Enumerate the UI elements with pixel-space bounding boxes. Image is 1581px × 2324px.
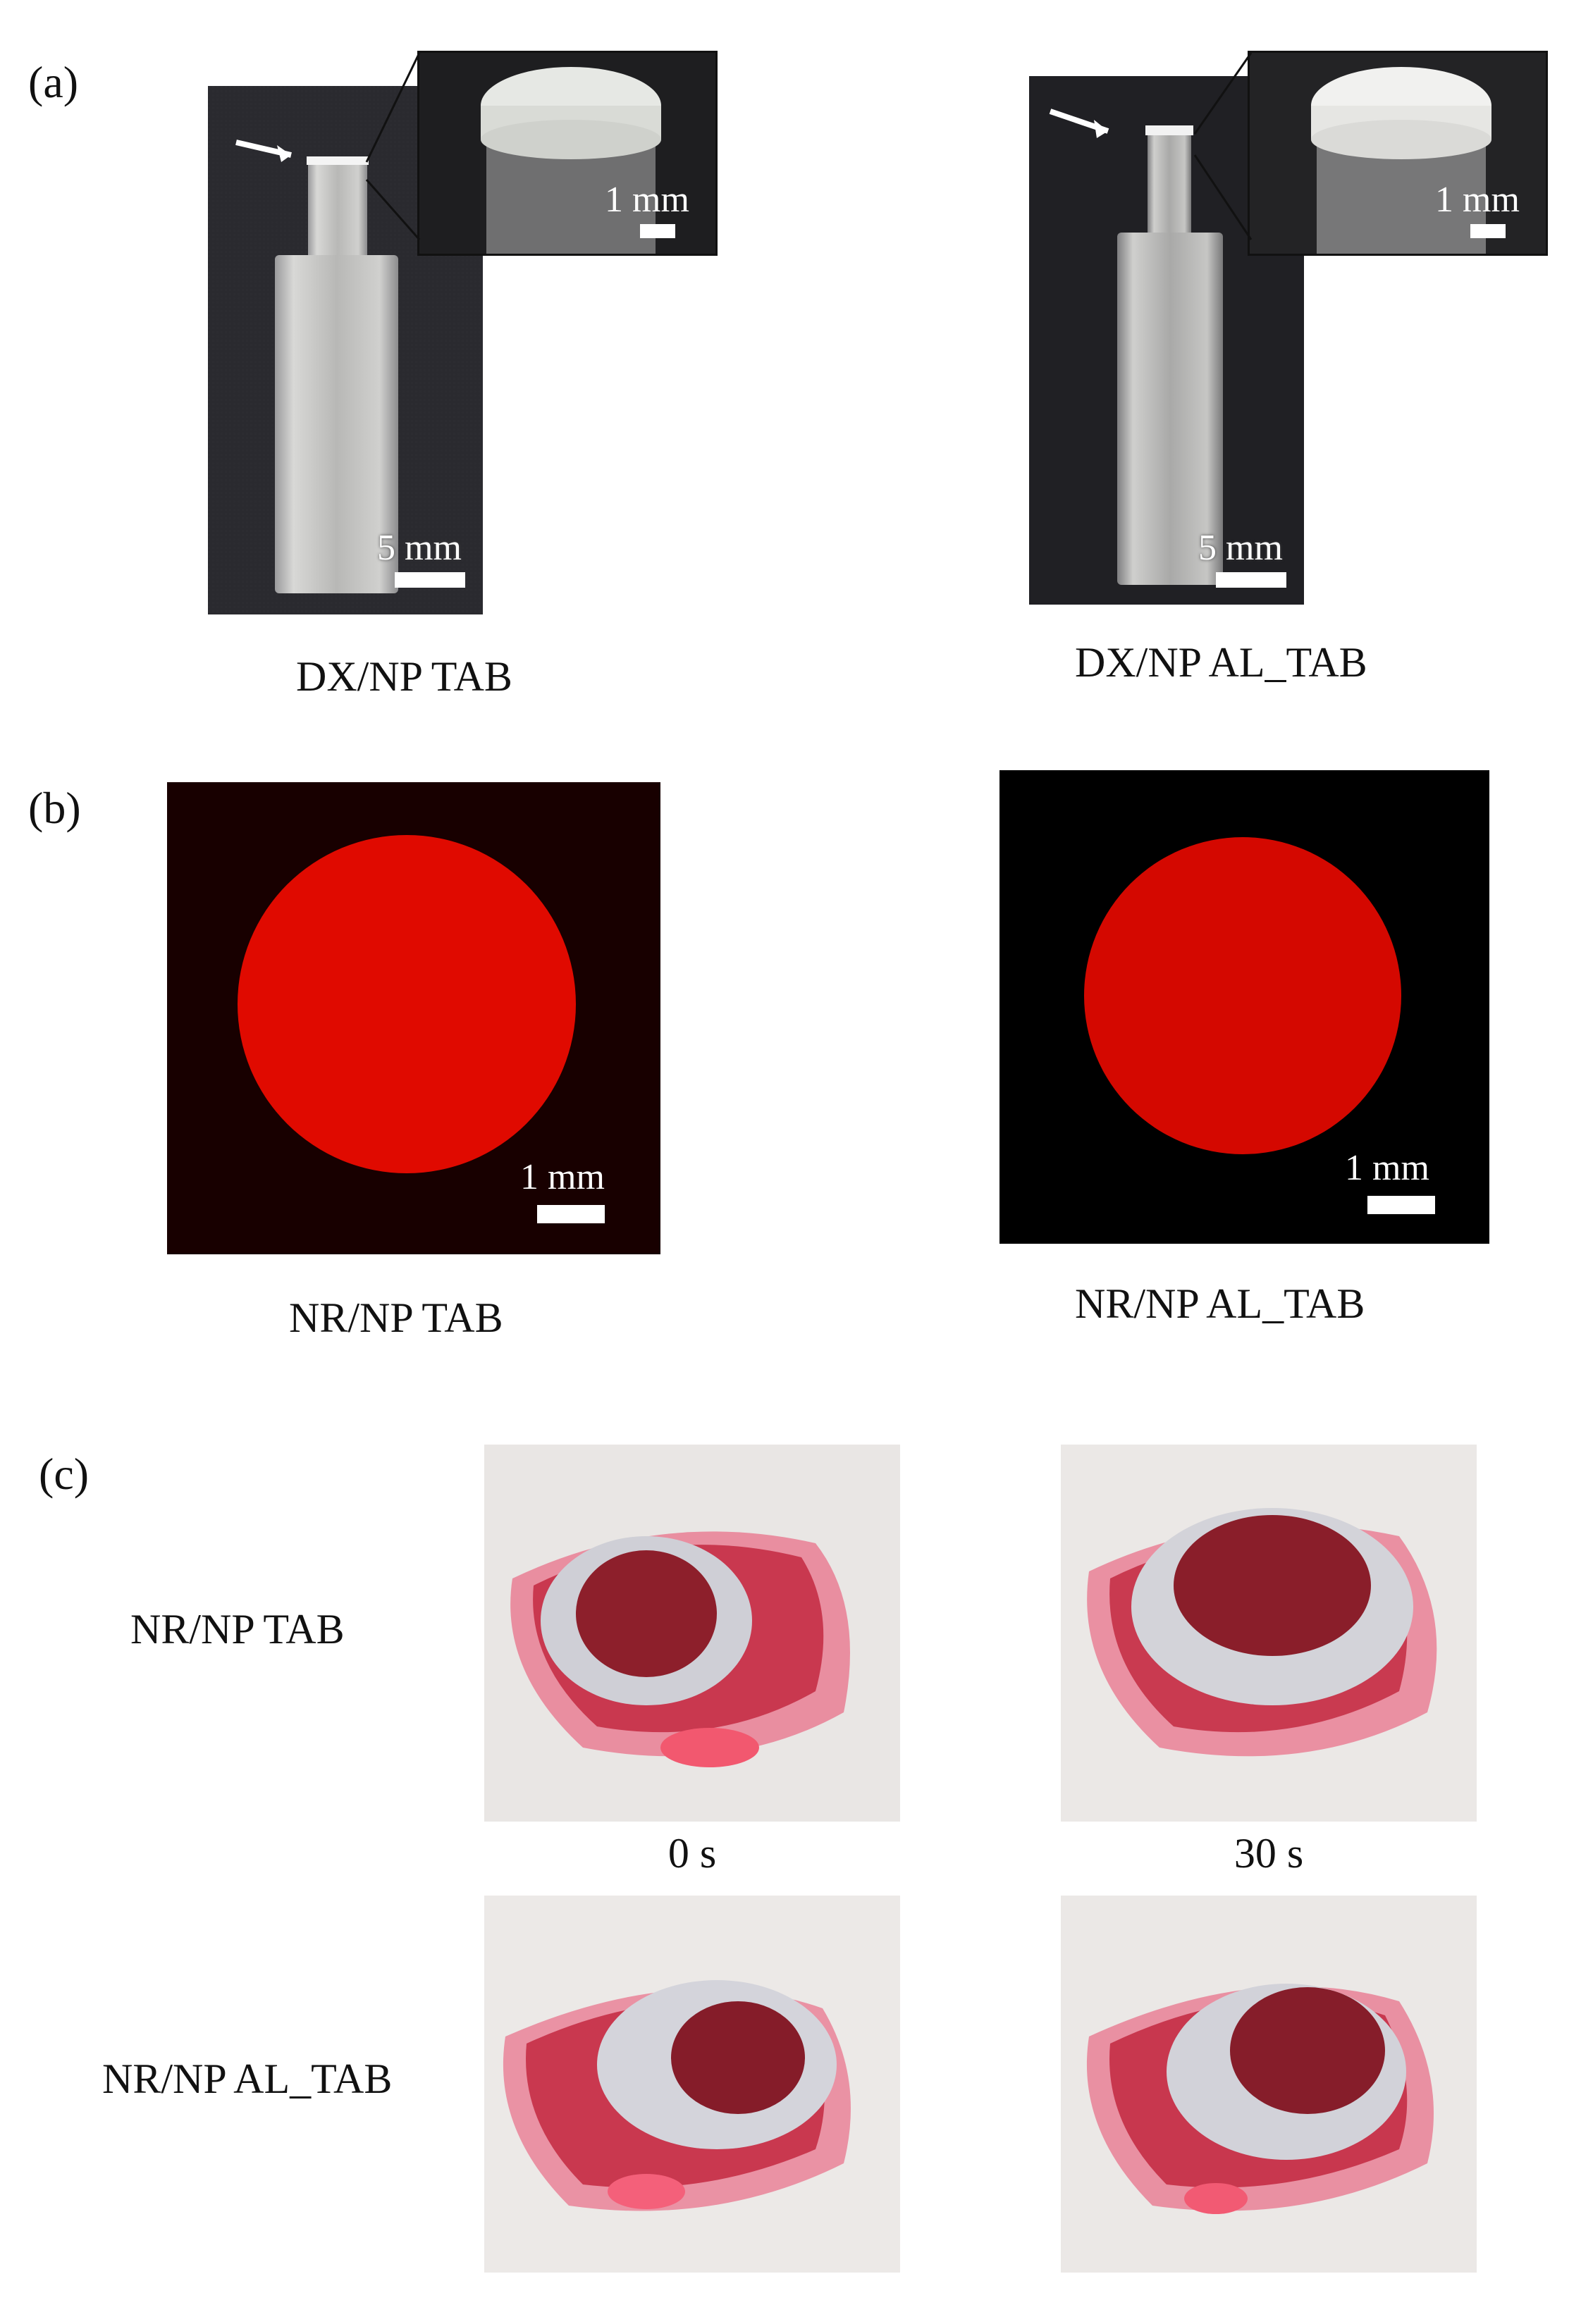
panel-b-label: (b) xyxy=(28,783,81,833)
fluorescence-image-nr-np-al-tab xyxy=(999,770,1489,1244)
time-label-0s: 0 s xyxy=(668,1830,717,1877)
panel-a-label: (a) xyxy=(28,57,79,107)
inset-photo-dx-np-al-tab xyxy=(1248,51,1548,256)
scale-label-5mm-left: 5 mm xyxy=(377,528,462,568)
inset-scale-label-1mm-left: 1 mm xyxy=(605,180,689,220)
inset-connector-right xyxy=(1193,52,1253,240)
caption-nr-np-tab: NR/NP TAB xyxy=(289,1294,503,1341)
row-label-nr-np-al-tab: NR/NP AL_TAB xyxy=(102,2056,393,2102)
scale-bar-5mm-right xyxy=(1216,572,1286,588)
eye-photo-al-tab-0s xyxy=(484,1896,900,2273)
eye-photo-tab-0s xyxy=(484,1445,900,1822)
inset-scale-label-1mm-right: 1 mm xyxy=(1435,180,1520,220)
scale-label-1mm-b-left: 1 mm xyxy=(520,1157,605,1197)
scale-bar-1mm-b-right xyxy=(1367,1196,1435,1214)
inset-photo-dx-np-tab xyxy=(417,51,718,256)
scale-bar-1mm-b-left xyxy=(537,1205,605,1223)
panel-c-label: (c) xyxy=(39,1449,90,1499)
fluorescence-image-nr-np-tab xyxy=(167,782,660,1254)
inset-connector-left xyxy=(365,52,421,240)
scale-label-5mm-right: 5 mm xyxy=(1198,528,1283,568)
eye-photo-tab-30s xyxy=(1061,1445,1477,1822)
eye-photo-al-tab-30s xyxy=(1061,1896,1477,2273)
caption-dx-np-tab: DX/NP TAB xyxy=(296,653,512,700)
caption-nr-np-al-tab: NR/NP AL_TAB xyxy=(1075,1280,1365,1327)
inset-scale-bar-1mm-right xyxy=(1470,224,1506,238)
scale-label-1mm-b-right: 1 mm xyxy=(1345,1148,1429,1188)
scale-bar-5mm-left xyxy=(395,572,465,588)
row-label-nr-np-tab: NR/NP TAB xyxy=(130,1606,345,1652)
inset-scale-bar-1mm-left xyxy=(640,224,675,238)
time-label-30s: 30 s xyxy=(1234,1830,1304,1877)
caption-dx-np-al-tab: DX/NP AL_TAB xyxy=(1075,639,1367,686)
